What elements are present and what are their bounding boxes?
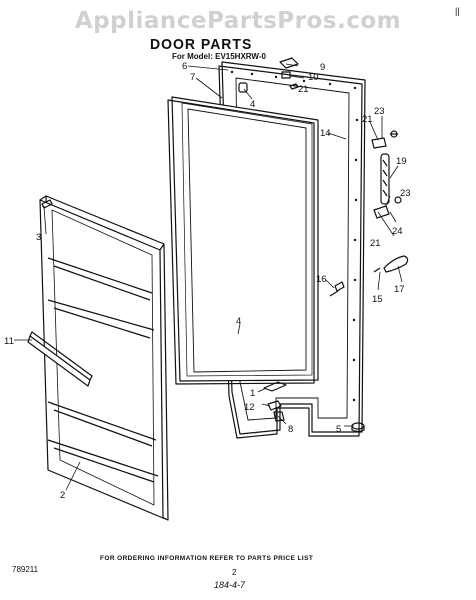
callout-8: 8	[288, 424, 293, 435]
spring-icon	[383, 255, 409, 273]
handwritten-mark: 184-4-7	[214, 580, 246, 590]
callout-21-lower: 21	[370, 238, 381, 249]
callout-16: 16	[316, 274, 327, 285]
callout-12: 12	[244, 402, 255, 413]
callout-17: 17	[394, 284, 405, 295]
page-number: 2	[232, 568, 237, 577]
hinge-bracket-icon	[371, 137, 387, 149]
callout-19: 21	[298, 84, 309, 95]
corner-mark: ||	[455, 6, 460, 16]
latch-parts	[263, 381, 287, 422]
hinge-assembly	[371, 130, 409, 273]
page-title: DOOR PARTS	[150, 35, 253, 53]
callout-15: 15	[372, 294, 383, 305]
document-number: 789211	[12, 565, 39, 574]
callout-4-upper: 4	[250, 99, 255, 110]
callout-1: 1	[250, 388, 255, 399]
inner-door-liner	[39, 195, 169, 521]
ordering-note: FOR ORDERING INFORMATION REFER TO PARTS …	[100, 555, 314, 562]
hinge-icon	[334, 281, 345, 292]
callout-18: 19	[396, 156, 407, 167]
callout-21-upper: 21	[362, 114, 373, 125]
callout-14: 14	[320, 128, 331, 139]
callout-11: 11	[4, 336, 14, 347]
callout-9: 9	[320, 62, 325, 73]
callout-23-upper: 23	[374, 106, 385, 117]
callout-23-lower: 23	[400, 188, 411, 199]
callout-7: 7	[190, 72, 195, 83]
model-line: For Model: EV15HXRW-0	[172, 52, 266, 61]
callout-5: 5	[336, 424, 341, 435]
callout-4-lower: 4	[236, 316, 241, 327]
hinge-hardware	[279, 57, 299, 90]
callout-3: 3	[36, 232, 41, 243]
watermark: AppliancePartsPros.com	[74, 8, 402, 34]
handle-icon	[380, 153, 390, 205]
clip-icon	[41, 199, 53, 209]
callout-10: 10	[308, 72, 319, 83]
callout-24: 24	[392, 226, 403, 237]
hinge-cover-icon	[279, 57, 299, 69]
callout-2: 2	[60, 490, 65, 501]
callout-6: 6	[182, 61, 187, 72]
door-gasket	[167, 96, 319, 385]
